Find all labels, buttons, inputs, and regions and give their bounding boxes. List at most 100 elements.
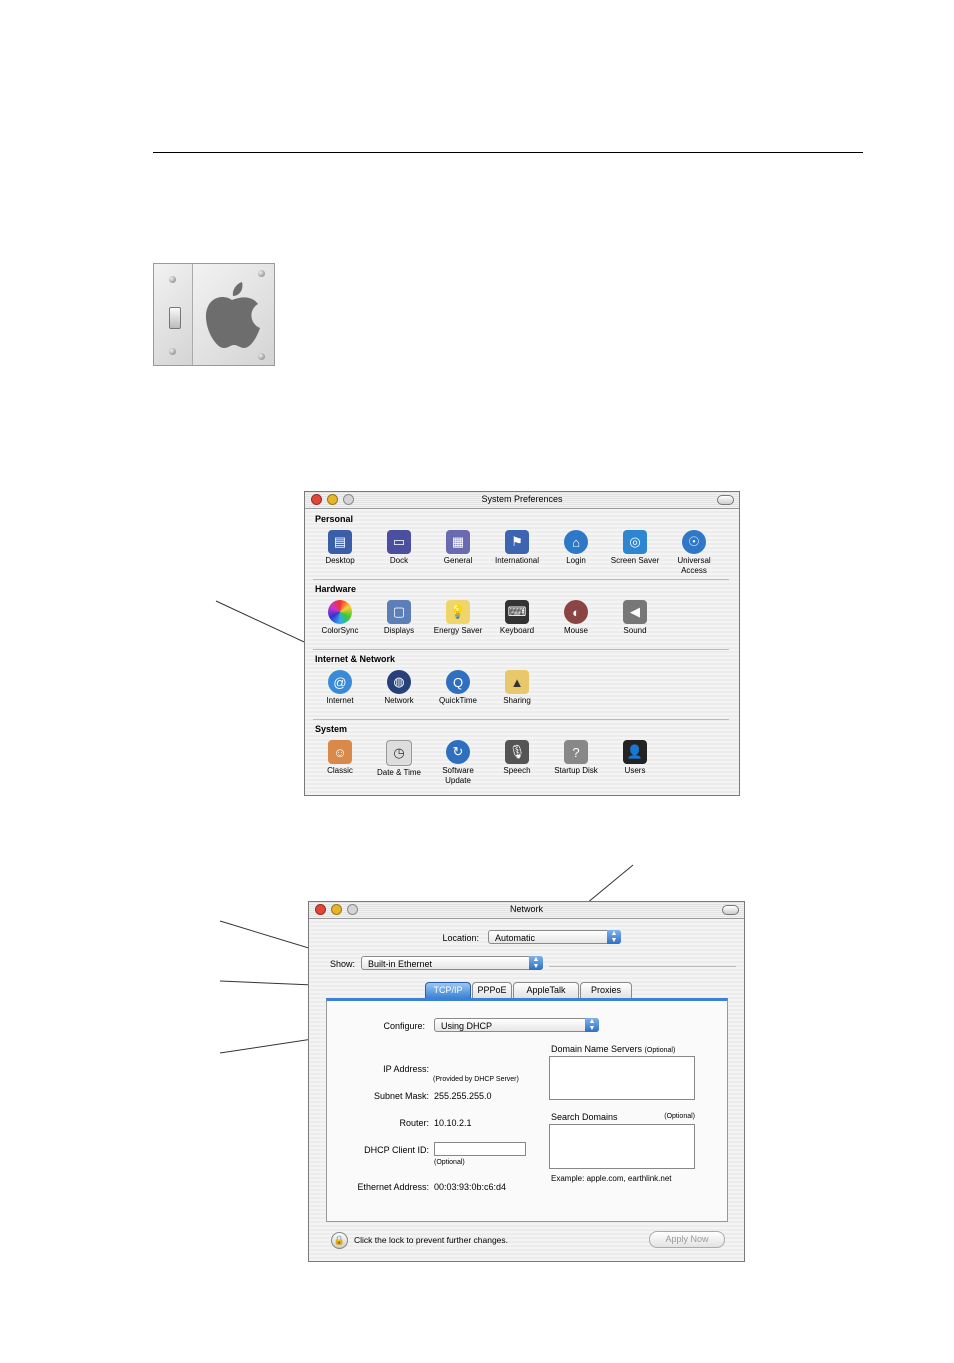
accessibility-icon: ☉ xyxy=(682,530,706,554)
desktop-icon: ▤ xyxy=(328,530,352,554)
pane-keyboard[interactable]: ⌨Keyboard xyxy=(488,600,546,636)
speaker-icon: ◀ xyxy=(623,600,647,624)
dns-label: Domain Name Servers (Optional) xyxy=(551,1044,676,1054)
dhcp-client-id-field[interactable] xyxy=(434,1142,526,1156)
pane-screen-saver[interactable]: ◎Screen Saver xyxy=(606,530,664,566)
pane-mouse[interactable]: ◐Mouse xyxy=(547,600,605,636)
router-label: Router: xyxy=(399,1118,429,1128)
pane-date-time[interactable]: ◷Date & Time xyxy=(370,740,428,778)
pane-dock[interactable]: ▭Dock xyxy=(370,530,428,566)
lock-icon[interactable]: 🔒 xyxy=(331,1232,348,1249)
refresh-icon: ↻ xyxy=(446,740,470,764)
apply-now-button[interactable]: Apply Now xyxy=(649,1231,725,1248)
close-button[interactable] xyxy=(311,494,322,505)
system-preferences-icon xyxy=(153,263,275,366)
popup-arrows-icon: ▲▼ xyxy=(607,930,621,944)
subnet-mask-value: 255.255.255.0 xyxy=(434,1091,492,1101)
globe-icon: @ xyxy=(328,670,352,694)
house-icon: ⌂ xyxy=(564,530,588,554)
tab-pppoe[interactable]: PPPoE xyxy=(472,982,512,998)
colorsync-icon xyxy=(328,600,352,624)
disk-icon: ? xyxy=(564,740,588,764)
dhcp-client-id-note: (Optional) xyxy=(434,1159,465,1166)
pane-login[interactable]: ⌂Login xyxy=(547,530,605,566)
search-domains-label: Search Domains(Optional) xyxy=(551,1112,695,1122)
pane-internet[interactable]: @Internet xyxy=(311,670,369,706)
clock-icon: ◷ xyxy=(386,740,412,766)
mouse-icon: ◐ xyxy=(564,600,588,624)
titlebar[interactable]: System Preferences xyxy=(305,492,739,509)
tab-proxies[interactable]: Proxies xyxy=(580,982,632,998)
network-window: Network Location: Automatic ▲▼ Show: Bui… xyxy=(308,901,745,1262)
pane-colorsync[interactable]: ColorSync xyxy=(311,600,369,636)
titlebar[interactable]: Network xyxy=(309,902,744,919)
location-popup[interactable]: Automatic ▲▼ xyxy=(488,930,621,944)
network-globe-icon: ◍ xyxy=(387,670,411,694)
show-divider xyxy=(549,966,736,967)
pane-displays[interactable]: ▢Displays xyxy=(370,600,428,636)
pane-startup-disk[interactable]: ?Startup Disk xyxy=(547,740,605,776)
search-domains-field[interactable] xyxy=(549,1124,695,1169)
pane-software-update[interactable]: ↻Software Update xyxy=(429,740,487,786)
popup-arrows-icon: ▲▼ xyxy=(585,1018,599,1032)
ethernet-address-label: Ethernet Address: xyxy=(357,1182,429,1192)
show-label: Show: xyxy=(329,959,355,969)
configure-popup[interactable]: Using DHCP ▲▼ xyxy=(434,1018,599,1032)
window-title: Network xyxy=(509,904,543,914)
zoom-button[interactable] xyxy=(343,494,354,505)
tcpip-panel: Configure: Using DHCP ▲▼ IP Address: (Pr… xyxy=(326,998,728,1222)
dock-icon: ▭ xyxy=(387,530,411,554)
toolbar-toggle-button[interactable] xyxy=(717,495,734,505)
pane-general[interactable]: ▦General xyxy=(429,530,487,566)
header-rule xyxy=(153,152,863,153)
section-personal: Personal xyxy=(315,514,354,524)
pane-speech[interactable]: 🎙Speech xyxy=(488,740,546,776)
lock-message: Click the lock to prevent further change… xyxy=(354,1235,509,1245)
pane-sound[interactable]: ◀Sound xyxy=(606,600,664,636)
section-internet-network: Internet & Network xyxy=(315,654,396,664)
section-divider xyxy=(313,579,729,580)
dns-servers-field[interactable] xyxy=(549,1056,695,1100)
configure-label: Configure: xyxy=(383,1021,425,1031)
minimize-button[interactable] xyxy=(331,904,342,915)
display-icon: ▢ xyxy=(387,600,411,624)
dhcp-client-id-label: DHCP Client ID: xyxy=(364,1145,429,1155)
search-domains-example: Example: apple.com, earthlink.net xyxy=(551,1174,672,1183)
user-icon: 👤 xyxy=(623,740,647,764)
pane-users[interactable]: 👤Users xyxy=(606,740,664,776)
system-preferences-window: System Preferences Personal ▤Desktop ▭Do… xyxy=(304,491,740,796)
show-popup[interactable]: Built-in Ethernet ▲▼ xyxy=(361,956,543,970)
router-value: 10.10.2.1 xyxy=(434,1118,472,1128)
pane-sharing[interactable]: ▲Sharing xyxy=(488,670,546,706)
pane-international[interactable]: ⚑International xyxy=(488,530,546,566)
minimize-button[interactable] xyxy=(327,494,338,505)
classic-icon: ☺ xyxy=(328,740,352,764)
apple-logo-icon xyxy=(205,282,260,348)
tab-tcpip[interactable]: TCP/IP xyxy=(425,982,471,998)
pane-desktop[interactable]: ▤Desktop xyxy=(311,530,369,566)
ip-address-note: (Provided by DHCP Server) xyxy=(433,1076,519,1083)
ethernet-address-value: 00:03:93:0b:c6:d4 xyxy=(434,1182,507,1192)
ip-address-label: IP Address: xyxy=(383,1064,429,1074)
pane-network[interactable]: ◍Network xyxy=(370,670,428,706)
toolbar-toggle-button[interactable] xyxy=(722,905,739,915)
microphone-icon: 🎙 xyxy=(505,740,529,764)
tab-appletalk[interactable]: AppleTalk xyxy=(513,982,579,998)
keyboard-icon: ⌨ xyxy=(505,600,529,624)
pane-classic[interactable]: ☺Classic xyxy=(311,740,369,776)
tab-bar: TCP/IP PPPoE AppleTalk Proxies xyxy=(425,982,635,998)
quicktime-icon: Q xyxy=(446,670,470,694)
zoom-button[interactable] xyxy=(347,904,358,915)
location-value: Automatic xyxy=(495,933,536,943)
pane-universal-access[interactable]: ☉Universal Access xyxy=(665,530,723,576)
section-hardware: Hardware xyxy=(315,584,357,594)
pane-energy-saver[interactable]: 💡Energy Saver xyxy=(429,600,487,636)
show-value: Built-in Ethernet xyxy=(368,959,433,969)
section-system: System xyxy=(315,724,348,734)
close-button[interactable] xyxy=(315,904,326,915)
popup-arrows-icon: ▲▼ xyxy=(529,956,543,970)
lightbulb-icon: 💡 xyxy=(446,600,470,624)
window-title: System Preferences xyxy=(481,494,563,504)
location-label: Location: xyxy=(442,933,479,943)
